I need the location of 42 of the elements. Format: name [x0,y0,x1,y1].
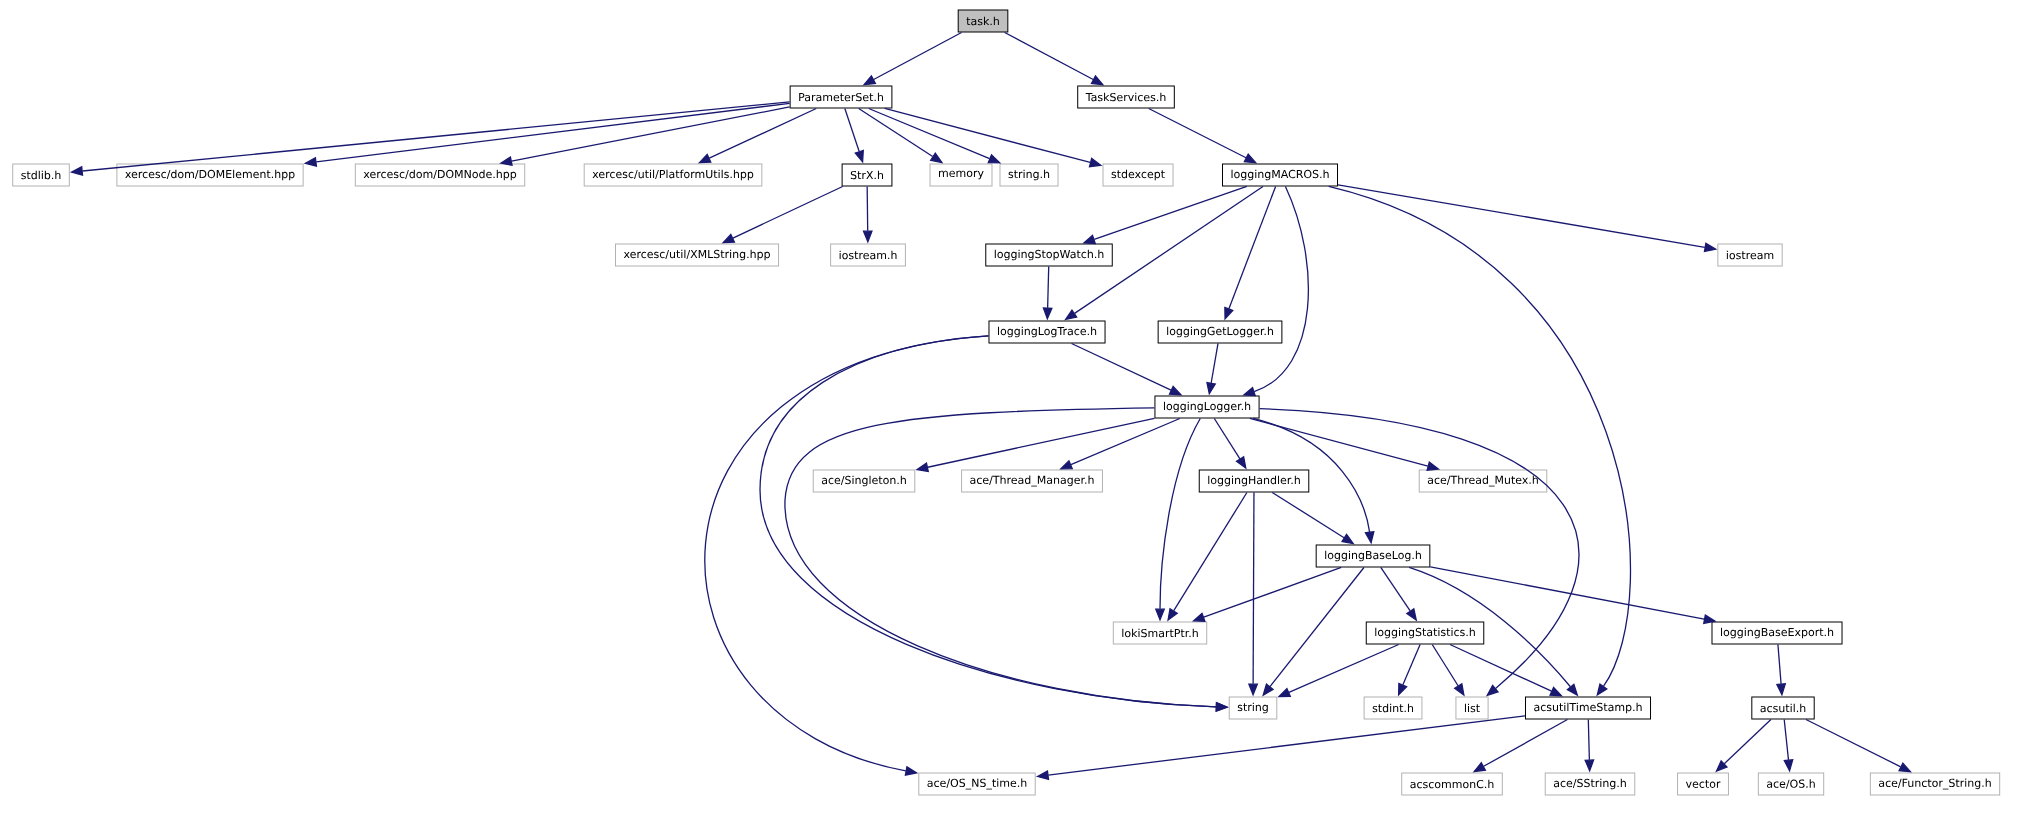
header-file-box: StrX.h [841,163,893,187]
header-file-box: list [1455,696,1489,720]
arrow [1805,718,1912,773]
header-file-box: stdlib.h [12,163,70,187]
header-file-box: ace/Thread_Manager.h [961,469,1103,493]
header-file-box: memory [929,163,993,187]
header-file-box: loggingLogger.h [1154,395,1260,419]
header-file-box: TaskServices.h [1077,85,1175,109]
header-file-box: loggingStopWatch.h [985,243,1113,267]
header-file-box: iostream.h [830,243,906,267]
header-file-box: string [1228,696,1278,720]
header-file-box: acsutilTimeStamp.h [1525,696,1652,720]
header-file-box: ParameterSet.h [789,85,893,109]
header-file-box: loggingHandler.h [1198,469,1310,493]
header-file-box: acsutil.h [1751,696,1815,720]
header-file-box: loggingMACROS.h [1222,163,1338,187]
arrow [1064,185,1264,321]
header-file-box: ace/Singleton.h [812,469,916,493]
header-file-box: string.h [999,163,1059,187]
header-file-box: task.h [957,9,1009,33]
header-file-box: xercesc/util/XMLString.hpp [615,243,780,267]
header-file-box: ace/OS_NS_time.h [918,772,1036,796]
header-file-box: acscommonC.h [1401,772,1503,796]
header-file-box: iostream [1717,243,1783,267]
header-file-box: xercesc/dom/DOMElement.hpp [116,163,304,187]
header-file-box: xercesc/dom/DOMNode.hpp [354,163,526,187]
header-file-box: loggingBaseLog.h [1315,544,1431,568]
header-file-box: loggingGetLogger.h [1157,320,1283,344]
header-file-box: ace/OS.h [1757,772,1825,796]
header-file-box: xercesc/util/PlatformUtils.hpp [583,163,763,187]
header-file-box: loggingStatistics.h [1365,621,1485,645]
header-file-box: stdint.h [1363,696,1423,720]
header-file-box: lokiSmartPtr.h [1112,621,1208,645]
header-file-box: ace/Functor_String.h [1869,772,2001,796]
header-file-box: loggingLogTrace.h [988,320,1106,344]
header-file-box: ace/SString.h [1544,772,1636,796]
arrow [704,335,990,776]
header-file-box: stdexcept [1102,163,1174,187]
header-file-box: loggingBaseExport.h [1711,621,1843,645]
header-file-box: vector [1677,772,1729,796]
header-file-box: ace/Thread_Mutex.h [1418,469,1548,493]
arrow [1449,643,1563,697]
